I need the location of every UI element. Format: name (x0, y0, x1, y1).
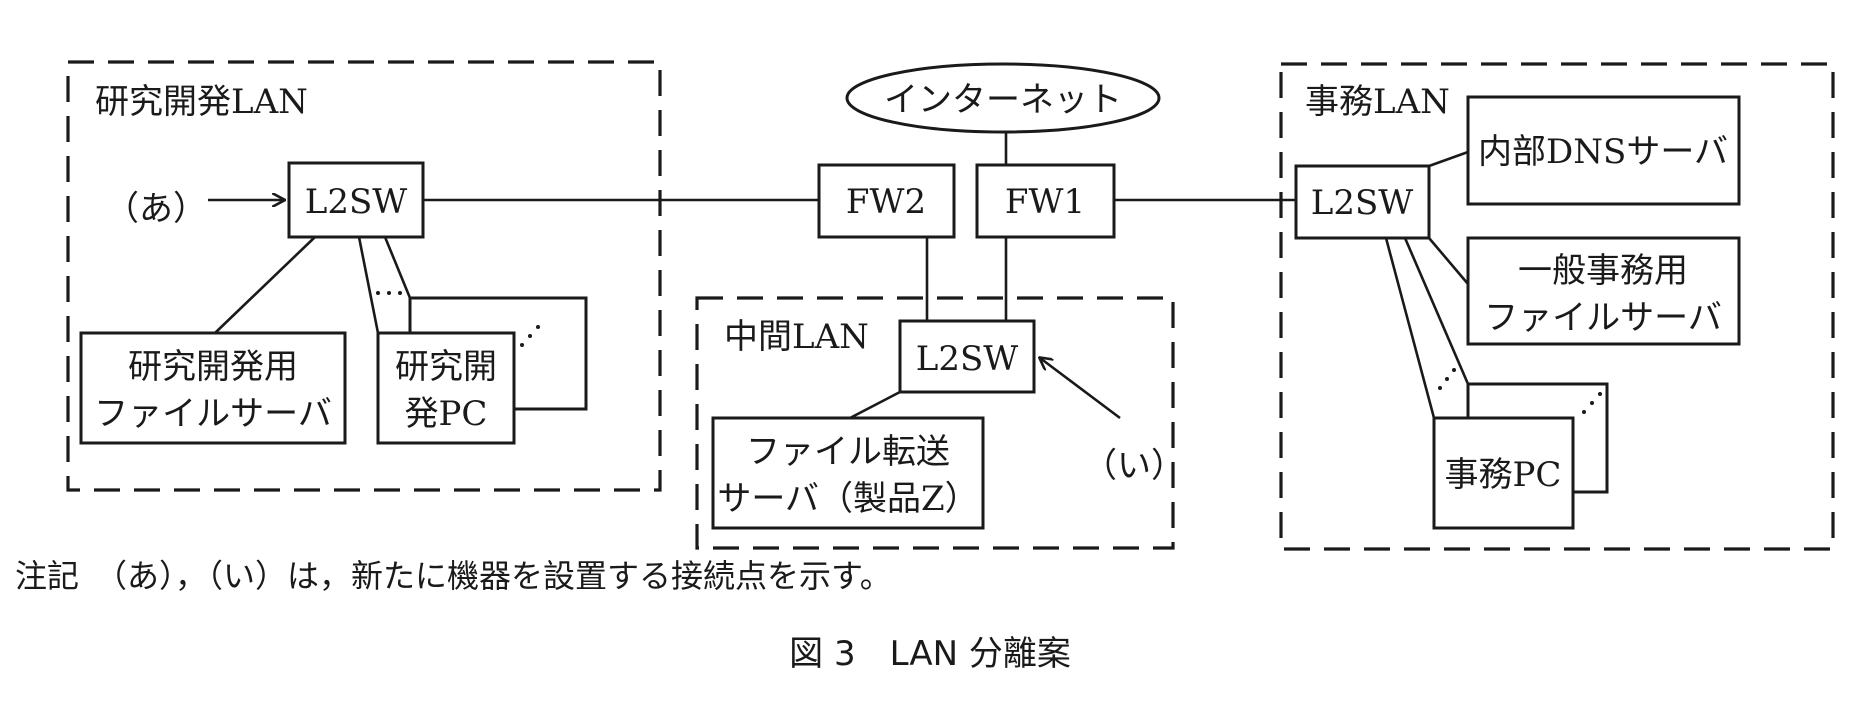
internet-cloud (845, 62, 1161, 134)
transfer-server-line1: ファイル転送 (746, 432, 950, 472)
rd-file-server (79, 331, 347, 445)
rd-lan-group: 研究開発LAN （あ） L2SW 研究開発用 ファイルサーバ 研究開 発PC (66, 60, 662, 492)
link-office-l2sw-pc-1 (1384, 237, 1436, 419)
ellipsis-dot (1590, 401, 1594, 405)
office-pc-label: 事務PC (1445, 455, 1562, 495)
rd-lan-marker-a: （あ） (105, 189, 207, 229)
ellipsis-dot (1582, 410, 1586, 414)
mid-lan-l2sw (898, 319, 1036, 394)
office-pc-front (1432, 416, 1575, 530)
ellipsis-dot (536, 325, 540, 329)
rd-file-server-line2: ファイルサーバ (94, 394, 332, 434)
ellipsis-dot (1438, 386, 1442, 390)
ellipsis-dot (387, 291, 391, 295)
ellipsis-dot (376, 291, 380, 295)
mid-lan-group: 中間LAN L2SW ファイル転送 サーバ（製品Z） （い） (695, 296, 1185, 550)
rd-pc-line2: 発PC (405, 394, 488, 434)
office-lan-group: 事務LAN L2SW 内部DNSサーバ 一般事務用 ファイルサーバ 事務PC (1279, 62, 1835, 551)
fw2 (817, 163, 956, 239)
ellipsis-dot (1598, 392, 1602, 396)
file-transfer-server (711, 416, 985, 530)
rd-pc-line1: 研究開 (395, 347, 497, 387)
link-office-l2sw-pc-2 (1403, 237, 1470, 385)
mid-lan-label: 中間LAN (724, 317, 869, 357)
internet-label: インターネット (884, 80, 1122, 120)
internal-dns-server (1466, 95, 1741, 206)
fw1 (975, 163, 1116, 239)
office-lan-l2sw-label: L2SW (1311, 183, 1414, 223)
office-file-server-line2: ファイルサーバ (1484, 298, 1722, 338)
rd-lan-label: 研究開発LAN (95, 82, 308, 122)
rd-pc-front (376, 331, 516, 445)
dns-server-label: 内部DNSサーバ (1478, 132, 1728, 172)
link-rd-l2sw-fileserver (214, 236, 316, 334)
rd-file-server-line1: 研究開発用 (128, 347, 298, 387)
figure-caption: 図 3 LAN 分離案 (789, 634, 1071, 674)
rd-lan-boundary (66, 60, 662, 492)
ellipsis-dot (520, 343, 524, 347)
link-mid-l2sw-transfer-server (849, 390, 901, 420)
core-group: インターネット FW2 FW1 (423, 62, 1296, 321)
office-lan-label: 事務LAN (1305, 82, 1450, 122)
mid-lan-marker-i: （い） (1083, 446, 1185, 486)
mid-lan-l2sw-label: L2SW (916, 339, 1019, 379)
office-lan-l2sw (1294, 164, 1431, 240)
fw2-label: FW2 (846, 182, 926, 222)
ellipsis-dot (528, 334, 532, 338)
office-file-server (1466, 236, 1741, 346)
mid-lan-boundary (695, 296, 1175, 550)
ellipsis-dot (1452, 368, 1456, 372)
rd-lan-l2sw-label: L2SW (305, 182, 408, 222)
link-rd-l2sw-pc-2 (383, 236, 412, 299)
arrow-i-icon (1040, 358, 1121, 420)
ellipsis-dot (398, 291, 402, 295)
link-rd-l2sw-pc-1 (357, 236, 380, 334)
link-office-l2sw-dns (1428, 150, 1469, 168)
transfer-server-line2: サーバ（製品Z） (717, 479, 978, 519)
link-office-l2sw-fileserver (1428, 237, 1469, 285)
ellipsis-dot (1445, 377, 1449, 381)
office-file-server-line1: 一般事務用 (1518, 251, 1688, 291)
fw1-label: FW1 (1005, 182, 1085, 222)
diagram-note: 注記 （あ），（い）は，新たに機器を設置する接続点を示す。 (15, 557, 892, 595)
